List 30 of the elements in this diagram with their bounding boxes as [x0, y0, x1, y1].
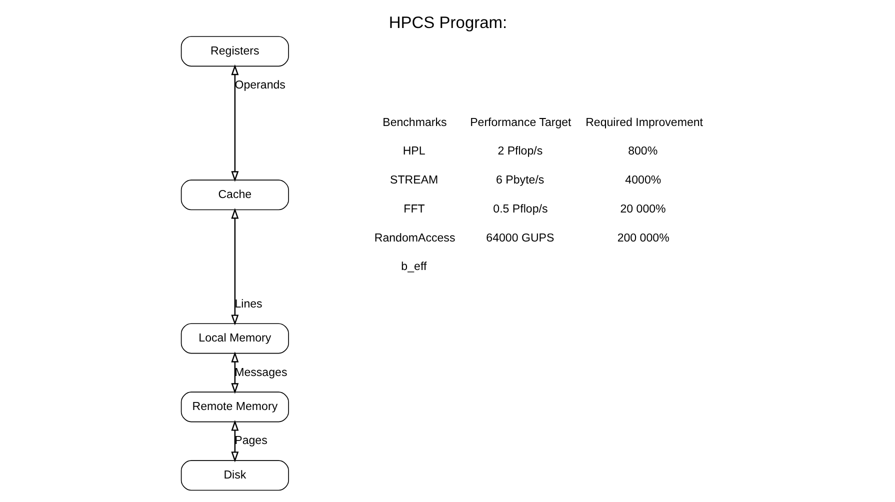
label: FFT — [403, 203, 424, 216]
arrow — [230, 208, 238, 326]
label: 200 000% — [616, 232, 669, 244]
arrow — [230, 352, 238, 394]
node-box: Remote Memory — [180, 392, 288, 422]
diagram-title: HPCS Program: — [388, 14, 507, 32]
label: HPL — [402, 146, 425, 158]
label: Performance Target — [470, 116, 571, 129]
label: b_eff — [400, 261, 426, 274]
node-box: Local Memory — [180, 323, 288, 354]
label: 6 Pbyte/s — [496, 174, 544, 187]
label: Required Improvement — [585, 116, 703, 129]
edge-label: Lines — [234, 298, 262, 310]
arrow — [230, 420, 238, 462]
label: 64000 GUPS — [486, 232, 554, 244]
edge-label: Operands — [234, 80, 285, 92]
label: RandomAccess — [374, 232, 455, 244]
label: Benchmarks — [382, 116, 446, 129]
label: STREAM — [390, 174, 438, 187]
label: 2 Pflop/s — [497, 146, 542, 158]
node-box: Cache — [180, 180, 288, 210]
arrow — [230, 64, 238, 182]
label: 4000% — [624, 174, 661, 187]
label: 0.5 Pflop/s — [492, 203, 548, 216]
node-box: Disk — [180, 460, 288, 491]
edge-label: Pages — [234, 435, 267, 448]
label: 800% — [628, 146, 658, 158]
node-box: Registers — [180, 36, 288, 67]
label: 20 000% — [620, 203, 666, 216]
edge-label: Messages — [234, 366, 287, 379]
